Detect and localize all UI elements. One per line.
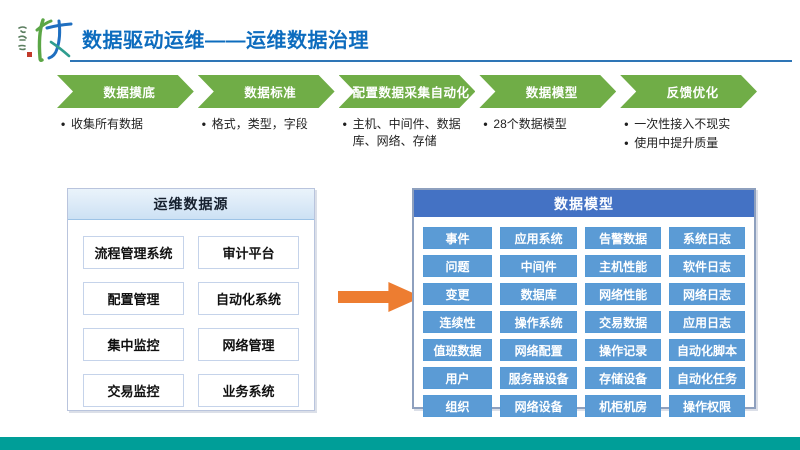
source-item: 审计平台 (198, 236, 299, 269)
process-step-chevron-3: 配置数据采集自动化 (339, 75, 476, 108)
model-item: 交易数据 (585, 311, 662, 333)
step-notes-4: • 28个数据模型 (479, 116, 616, 155)
source-item: 业务系统 (198, 374, 299, 407)
model-item: 组织 (423, 395, 492, 417)
model-item: 应用日志 (669, 311, 745, 333)
source-item: 网络管理 (198, 328, 299, 361)
model-item: 存储设备 (585, 367, 662, 389)
model-panel-title: 数据模型 (414, 190, 754, 217)
model-item: 自动化脚本 (669, 339, 745, 361)
source-item: 流程管理系统 (83, 236, 184, 269)
step-notes-5: • 一次性接入不现实 • 使用中提升质量 (620, 116, 757, 155)
model-item: 问题 (423, 255, 492, 277)
model-item: 事件 (423, 227, 492, 249)
model-item: 自动化任务 (669, 367, 745, 389)
step-notes-2: • 格式，类型，字段 (198, 116, 335, 155)
model-item: 告警数据 (585, 227, 662, 249)
source-item: 配置管理 (83, 282, 184, 315)
page-title: 数据驱动运维——运维数据治理 (82, 30, 369, 52)
step-label: 数据模型 (525, 86, 578, 100)
model-item: 机柜机房 (585, 395, 662, 417)
step-bullet: • 28个数据模型 (483, 116, 608, 133)
flow-right-arrow-icon (338, 282, 422, 312)
step-notes-3: • 主机、中间件、数据库、网络、存储 (339, 116, 476, 155)
process-step-chevron-4: 数据模型 (479, 75, 616, 108)
bullet-marker: • (624, 136, 629, 151)
footer-accent-bar (0, 437, 800, 450)
model-item: 用户 (423, 367, 492, 389)
model-panel-grid: 事件 应用系统 告警数据 系统日志 问题 中间件 主机性能 软件日志 变更 数据… (414, 217, 754, 417)
source-panel-grid: 流程管理系统 审计平台 配置管理 自动化系统 集中监控 网络管理 交易监控 业务… (68, 220, 314, 410)
step-label: 配置数据采集自动化 (352, 86, 470, 100)
model-item: 中间件 (499, 255, 578, 277)
source-item: 集中监控 (83, 328, 184, 361)
step-label: 数据摸底 (103, 86, 156, 100)
process-step-chevron-5: 反馈优化 (620, 75, 757, 108)
model-item: 操作权限 (669, 395, 745, 417)
step-bullet: • 一次性接入不现实 (624, 116, 749, 133)
model-item: 操作记录 (585, 339, 662, 361)
bullet-text: 使用中提升质量 (634, 136, 719, 151)
process-step-chevron-2: 数据标准 (198, 75, 335, 108)
model-panel: 数据模型 事件 应用系统 告警数据 系统日志 问题 中间件 主机性能 软件日志 … (412, 188, 756, 417)
step-notes-1: • 收集所有数据 (57, 116, 194, 155)
model-item: 服务器设备 (499, 367, 578, 389)
bullet-marker: • (201, 117, 206, 131)
bullet-marker: • (61, 117, 66, 131)
title-underline (70, 60, 792, 62)
source-panel-title: 运维数据源 (68, 189, 314, 220)
step-bullet: • 使用中提升质量 (624, 135, 749, 152)
source-item: 交易监控 (83, 374, 184, 407)
process-step-chevron-1: 数据摸底 (57, 75, 194, 108)
model-item: 数据库 (499, 283, 578, 305)
step-bullet: • 主机、中间件、数据库、网络、存储 (343, 116, 468, 151)
model-item: 系统日志 (669, 227, 745, 249)
bullet-text: 收集所有数据 (71, 117, 144, 131)
brand-logo-icon (18, 18, 73, 62)
bullet-marker: • (483, 117, 488, 131)
step-bullet: • 格式，类型，字段 (202, 116, 327, 133)
step-label: 数据标准 (244, 86, 297, 100)
source-item: 自动化系统 (198, 282, 299, 315)
model-item: 网络性能 (585, 283, 662, 305)
model-item: 软件日志 (669, 255, 745, 277)
bullet-marker: • (624, 117, 629, 131)
step-label: 反馈优化 (666, 86, 719, 100)
model-item: 应用系统 (499, 227, 578, 249)
bullet-marker: • (342, 117, 347, 131)
step-bullet: • 收集所有数据 (61, 116, 186, 133)
model-item: 操作系统 (499, 311, 578, 333)
model-item: 网络配置 (499, 339, 578, 361)
model-item: 连续性 (423, 311, 492, 333)
bullet-text: 格式，类型，字段 (211, 117, 308, 131)
model-item: 网络设备 (499, 395, 578, 417)
model-item: 网络日志 (669, 283, 745, 305)
model-item: 值班数据 (423, 339, 492, 361)
process-flow: 数据摸底 数据标准 配置数据采集自动化 数据模型 反馈优化 (57, 75, 757, 108)
source-panel: 运维数据源 流程管理系统 审计平台 配置管理 自动化系统 集中监控 网络管理 交… (67, 188, 315, 411)
model-item: 变更 (423, 283, 492, 305)
model-item: 主机性能 (585, 255, 662, 277)
bullet-text: 一次性接入不现实 (634, 117, 731, 131)
process-step-notes: • 收集所有数据 • 格式，类型，字段 • 主机、中间件、数据库、网络、存储 • 28个… (57, 116, 757, 155)
bullet-text: 主机、中间件、数据库、网络、存储 (352, 117, 461, 149)
seal-icon (27, 52, 32, 57)
bullet-text: 28个数据模型 (493, 117, 567, 131)
